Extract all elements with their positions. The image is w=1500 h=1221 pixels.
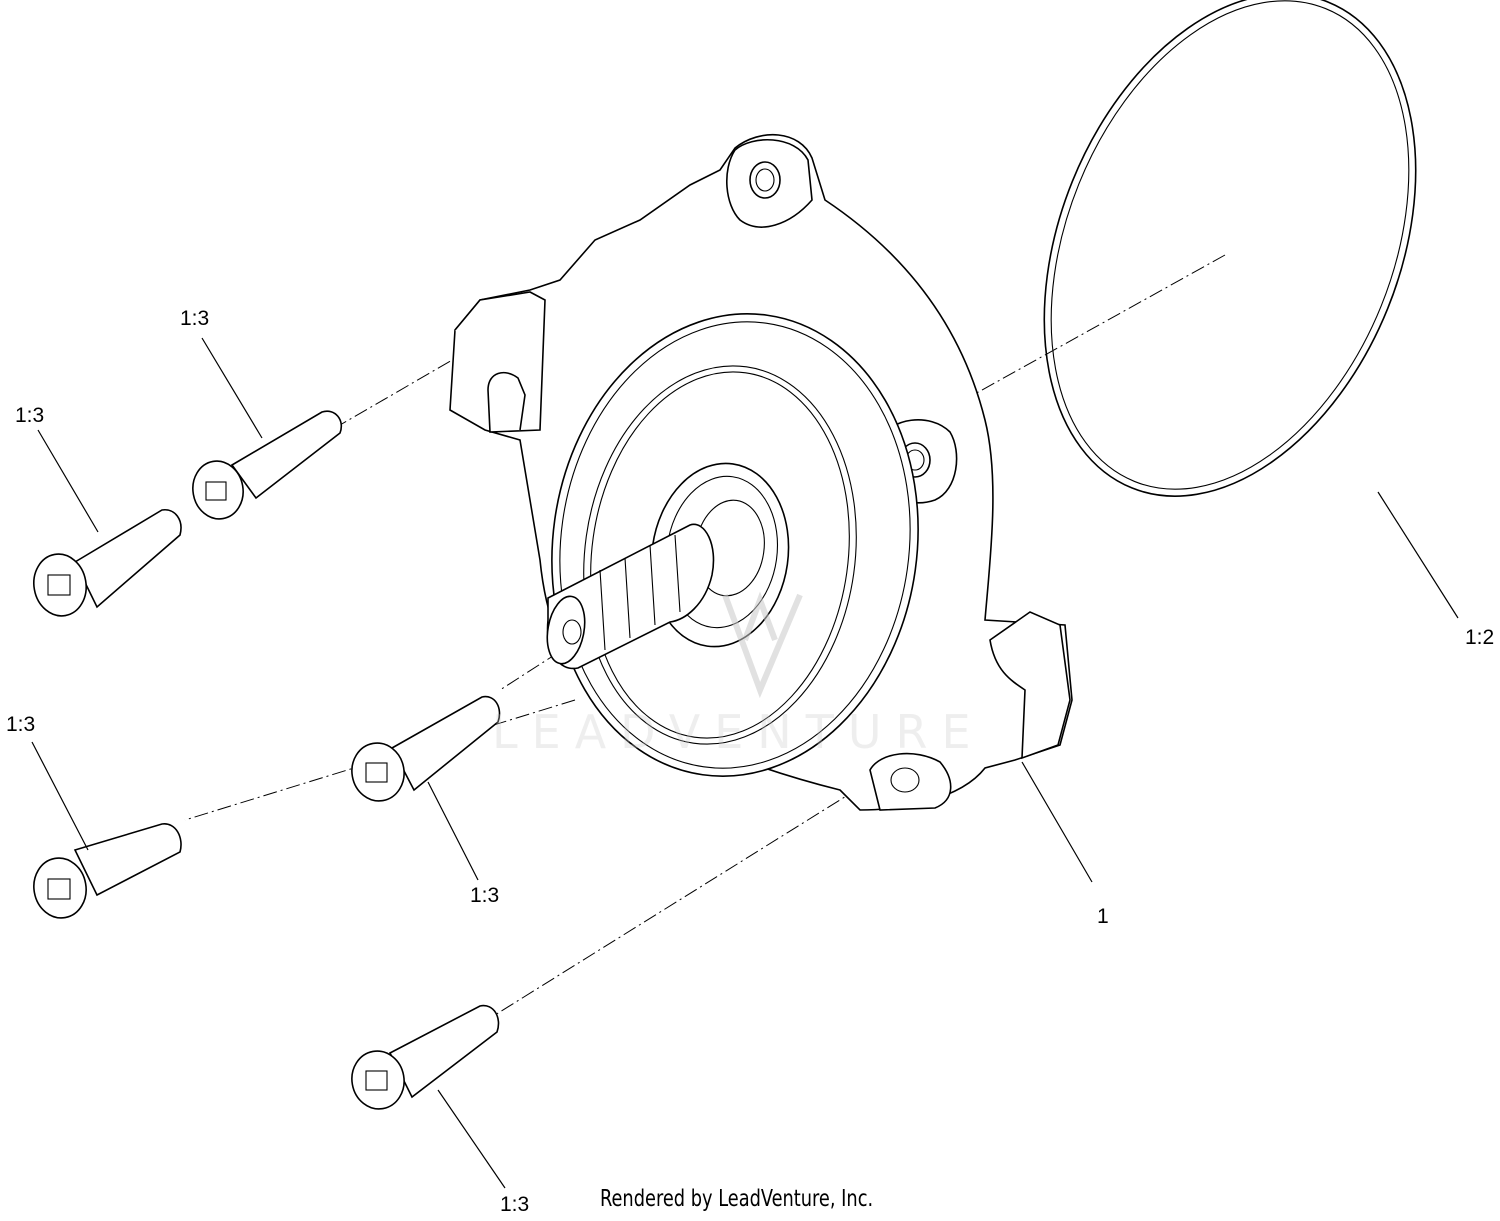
callout-screw-bottom: 1:3 <box>500 1193 529 1216</box>
screw-upper-right <box>192 410 342 520</box>
callout-screw-upper-right: 1:3 <box>180 307 209 330</box>
render-credit: Rendered by LeadVenture, Inc. <box>600 1186 874 1212</box>
screw-middle-center <box>351 695 501 802</box>
callout-housing: 1 <box>1097 905 1109 928</box>
callout-screw-middle-center: 1:3 <box>470 884 499 907</box>
leadventure-watermark: LEADVENTURE <box>492 591 985 759</box>
callout-o-ring: 1:2 <box>1465 626 1494 649</box>
leader-lines <box>31 337 1459 1189</box>
o-ring <box>1043 0 1417 497</box>
watermark-text: LEADVENTURE <box>492 705 985 759</box>
gearbox-housing <box>449 133 1073 811</box>
callout-screw-middle-left: 1:3 <box>6 713 35 736</box>
screw-upper-left <box>33 509 182 617</box>
screw-middle-left <box>33 823 182 919</box>
screw-bottom <box>351 1004 500 1110</box>
callout-screw-upper-left: 1:3 <box>15 404 44 427</box>
